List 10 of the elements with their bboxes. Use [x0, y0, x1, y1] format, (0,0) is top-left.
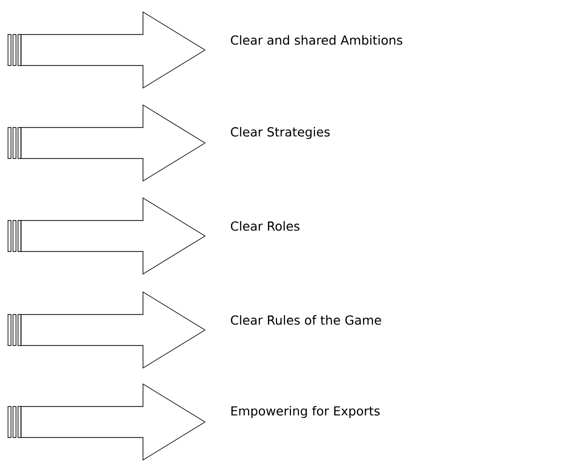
block-arrow	[8, 197, 206, 275]
item-text: Clear Strategies	[230, 126, 330, 140]
item-text: Clear Rules of the Game	[230, 315, 382, 325]
item-text: Clear and shared Ambitions	[230, 35, 402, 45]
block-arrow	[8, 104, 206, 182]
block-arrow	[8, 11, 206, 89]
item-text: Empowering for Exports	[231, 406, 380, 418]
item-text: Clear Roles	[230, 221, 300, 231]
block-arrow	[8, 291, 206, 369]
block-arrow	[8, 383, 206, 461]
